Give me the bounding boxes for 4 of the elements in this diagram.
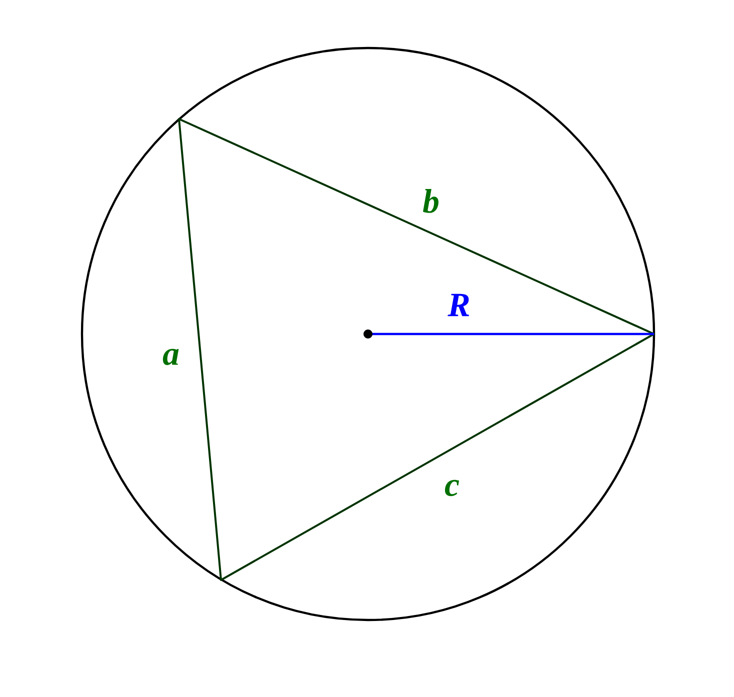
side-label: b: [423, 189, 438, 213]
radius-label: R: [448, 294, 469, 316]
side-label: c: [445, 480, 460, 496]
side-label: a: [162, 348, 179, 366]
